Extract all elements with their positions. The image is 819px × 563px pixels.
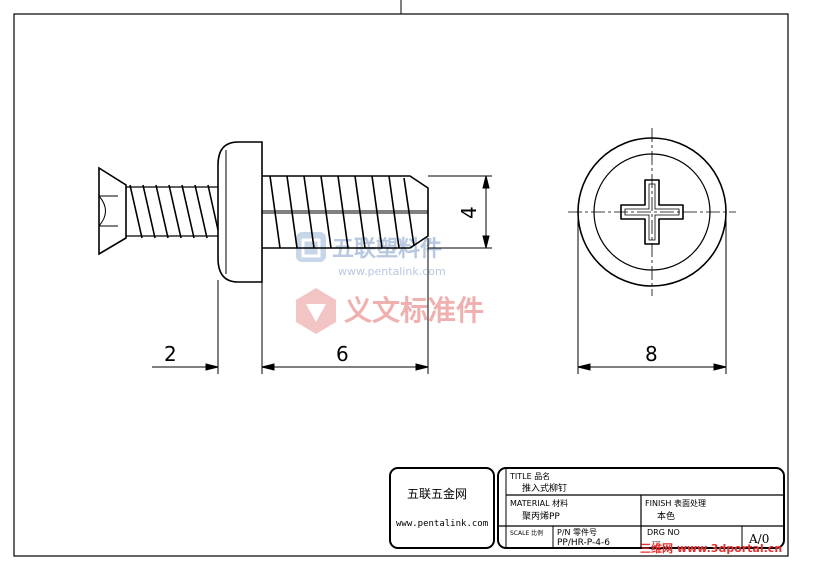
scale-label: SCALE 比例 bbox=[510, 529, 543, 537]
material-label: MATERIAL 材料 bbox=[510, 498, 568, 508]
dimension-label-6: 6 bbox=[336, 342, 349, 366]
insert-side-view bbox=[98, 166, 219, 256]
drg-label: DRG NO bbox=[647, 528, 680, 537]
watermark-red: 义文标准件 bbox=[296, 288, 484, 334]
company-name: 五联五金网 bbox=[407, 486, 467, 501]
material-value: 聚丙烯PP bbox=[522, 510, 560, 522]
title-block bbox=[389, 467, 785, 549]
sheet-border bbox=[13, 13, 789, 557]
watermark-blue: 五联塑料件 www.pentalink.com bbox=[296, 232, 446, 278]
watermark-blue-logo-icon bbox=[296, 232, 326, 262]
front-view-centerlines bbox=[568, 128, 736, 296]
dimension-thread-length bbox=[261, 238, 429, 374]
finish-value: 本色 bbox=[657, 510, 675, 522]
finish-label: FINISH 表面处理 bbox=[645, 498, 706, 508]
watermark-blue-text: 五联塑料件 bbox=[332, 237, 442, 262]
pn-value: PP/HR-P-4-6 bbox=[557, 538, 610, 548]
revision: A/0 bbox=[748, 532, 769, 546]
company-box bbox=[389, 467, 495, 549]
dimension-label-4: 4 bbox=[457, 206, 481, 219]
company-url: www.pentalink.com bbox=[396, 519, 488, 529]
drg-value: --- bbox=[652, 537, 661, 546]
title-label: TITLE 品名 bbox=[509, 471, 550, 481]
watermark-blue-url: www.pentalink.com bbox=[338, 265, 446, 278]
title-value: 推入式柳钉 bbox=[522, 482, 567, 494]
dimension-tip-diameter bbox=[428, 175, 492, 249]
watermark-red-text: 义文标准件 bbox=[344, 294, 484, 327]
rivet-side-view bbox=[217, 141, 429, 283]
watermark-red-logo-icon bbox=[296, 288, 336, 334]
dimension-head-height bbox=[152, 280, 263, 374]
dimension-label-2: 2 bbox=[164, 342, 177, 366]
dimension-label-8: 8 bbox=[645, 342, 658, 366]
pn-label: P/N 零件号 bbox=[557, 527, 597, 537]
dimension-head-diameter bbox=[577, 212, 727, 374]
watermark-bottom: 三维网 www.3dportal.cn bbox=[640, 541, 782, 555]
